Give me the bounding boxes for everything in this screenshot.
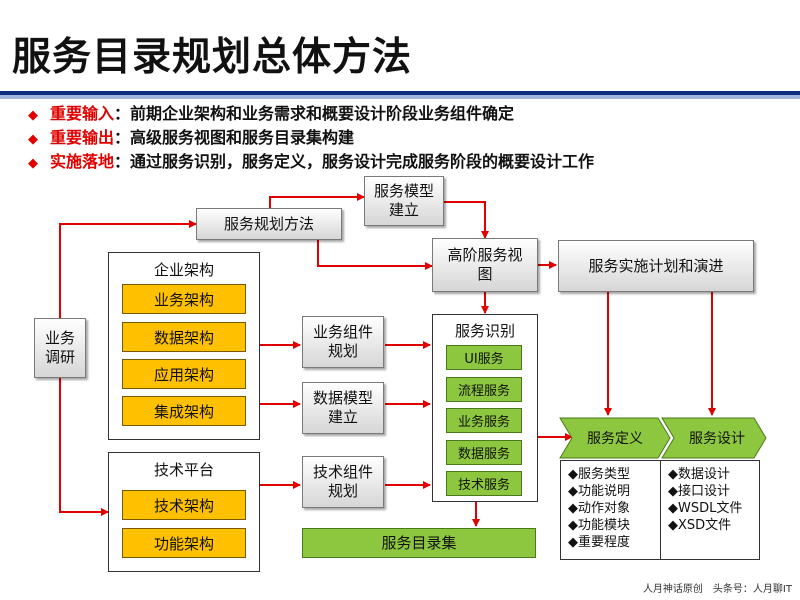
bullet-text: ：前期企业架构和业务需求和概要设计阶段业务组件确定: [114, 104, 515, 123]
high-level-service-view-box: 高阶服务视 图: [432, 238, 538, 292]
function-architecture-item: 功能架构: [122, 528, 246, 558]
bullet-text: ：高级服务视图和服务目录集构建: [114, 128, 355, 147]
implementation-plan-box: 服务实施计划和演进: [558, 240, 754, 292]
tech-service-item: 技术服务: [446, 471, 522, 496]
list-item: ◆服务类型: [568, 467, 630, 482]
data-model-box: 数据模型 建立: [302, 382, 384, 434]
business-research-box: 业务 调研: [34, 318, 86, 378]
tech-component-box: 技术组件 规划: [302, 456, 384, 508]
bullet-implementation: ◆ 实施落地：通过服务识别，服务定义，服务设计完成服务阶段的概要设计工作: [28, 148, 594, 172]
ui-service-item: UI服务: [446, 345, 522, 370]
diamond-icon: ◆: [28, 156, 38, 171]
service-definition-list: ◆服务类型 ◆功能说明 ◆动作对象 ◆功能模块 ◆重要程度: [568, 466, 630, 551]
bullet-output: ◆ 重要输出：高级服务视图和服务目录集构建: [28, 124, 354, 148]
business-architecture-item: 业务架构: [122, 284, 246, 314]
list-item: ◆功能说明: [568, 484, 630, 499]
page-title: 服务目录规划总体方法: [12, 35, 413, 80]
data-architecture-item: 数据架构: [122, 322, 246, 352]
service-definition-label: 服务定义: [587, 431, 643, 447]
application-architecture-item: 应用架构: [122, 359, 246, 389]
bullet-key: 重要输出: [50, 128, 115, 147]
arrow-method-to-model: [269, 193, 365, 208]
service-catalog-box: 服务目录集: [302, 528, 536, 558]
arrow-research-to-techplatform: [59, 378, 109, 516]
list-item: ◆WSDL文件: [668, 501, 743, 516]
bullet-key: 实施落地: [50, 152, 115, 171]
business-service-item: 业务服务: [446, 408, 522, 433]
list-item: ◆重要程度: [568, 535, 630, 550]
list-item: ◆XSD文件: [668, 518, 732, 533]
list-item: ◆接口设计: [668, 484, 730, 499]
service-planning-method-box: 服务规划方法: [196, 208, 342, 240]
service-model-box: 服务模型 建立: [364, 176, 444, 226]
bullet-key: 重要输入: [50, 104, 115, 123]
enterprise-architecture-title: 企业架构: [153, 261, 214, 279]
list-item: ◆数据设计: [668, 467, 730, 482]
title-rule: [0, 91, 800, 99]
tech-platform-title: 技术平台: [153, 461, 214, 479]
business-component-box: 业务组件 规划: [302, 316, 384, 368]
list-item: ◆功能模块: [568, 518, 630, 533]
diamond-icon: ◆: [28, 108, 38, 123]
arrow-research-to-method: [59, 220, 197, 318]
footer-credit: 人月神话原创 头条号：人月聊IT: [642, 584, 792, 595]
process-service-item: 流程服务: [446, 377, 522, 402]
bullet-input: ◆ 重要输入：前期企业架构和业务需求和概要设计阶段业务组件确定: [28, 100, 514, 124]
service-identification-title: 服务识别: [454, 322, 515, 340]
bullet-text: ：通过服务识别，服务定义，服务设计完成服务阶段的概要设计工作: [114, 152, 595, 171]
service-design-label: 服务设计: [689, 431, 745, 447]
arrow-method-to-view: [317, 240, 433, 270]
detail-divider: [660, 460, 661, 560]
data-service-item: 数据服务: [446, 440, 522, 465]
tech-architecture-item: 技术架构: [122, 490, 246, 520]
list-item: ◆动作对象: [568, 501, 630, 516]
diamond-icon: ◆: [28, 132, 38, 147]
chevron-shapes: [559, 417, 767, 459]
integration-architecture-item: 集成架构: [122, 396, 246, 426]
service-design-list: ◆数据设计 ◆接口设计 ◆WSDL文件 ◆XSD文件: [668, 466, 742, 534]
